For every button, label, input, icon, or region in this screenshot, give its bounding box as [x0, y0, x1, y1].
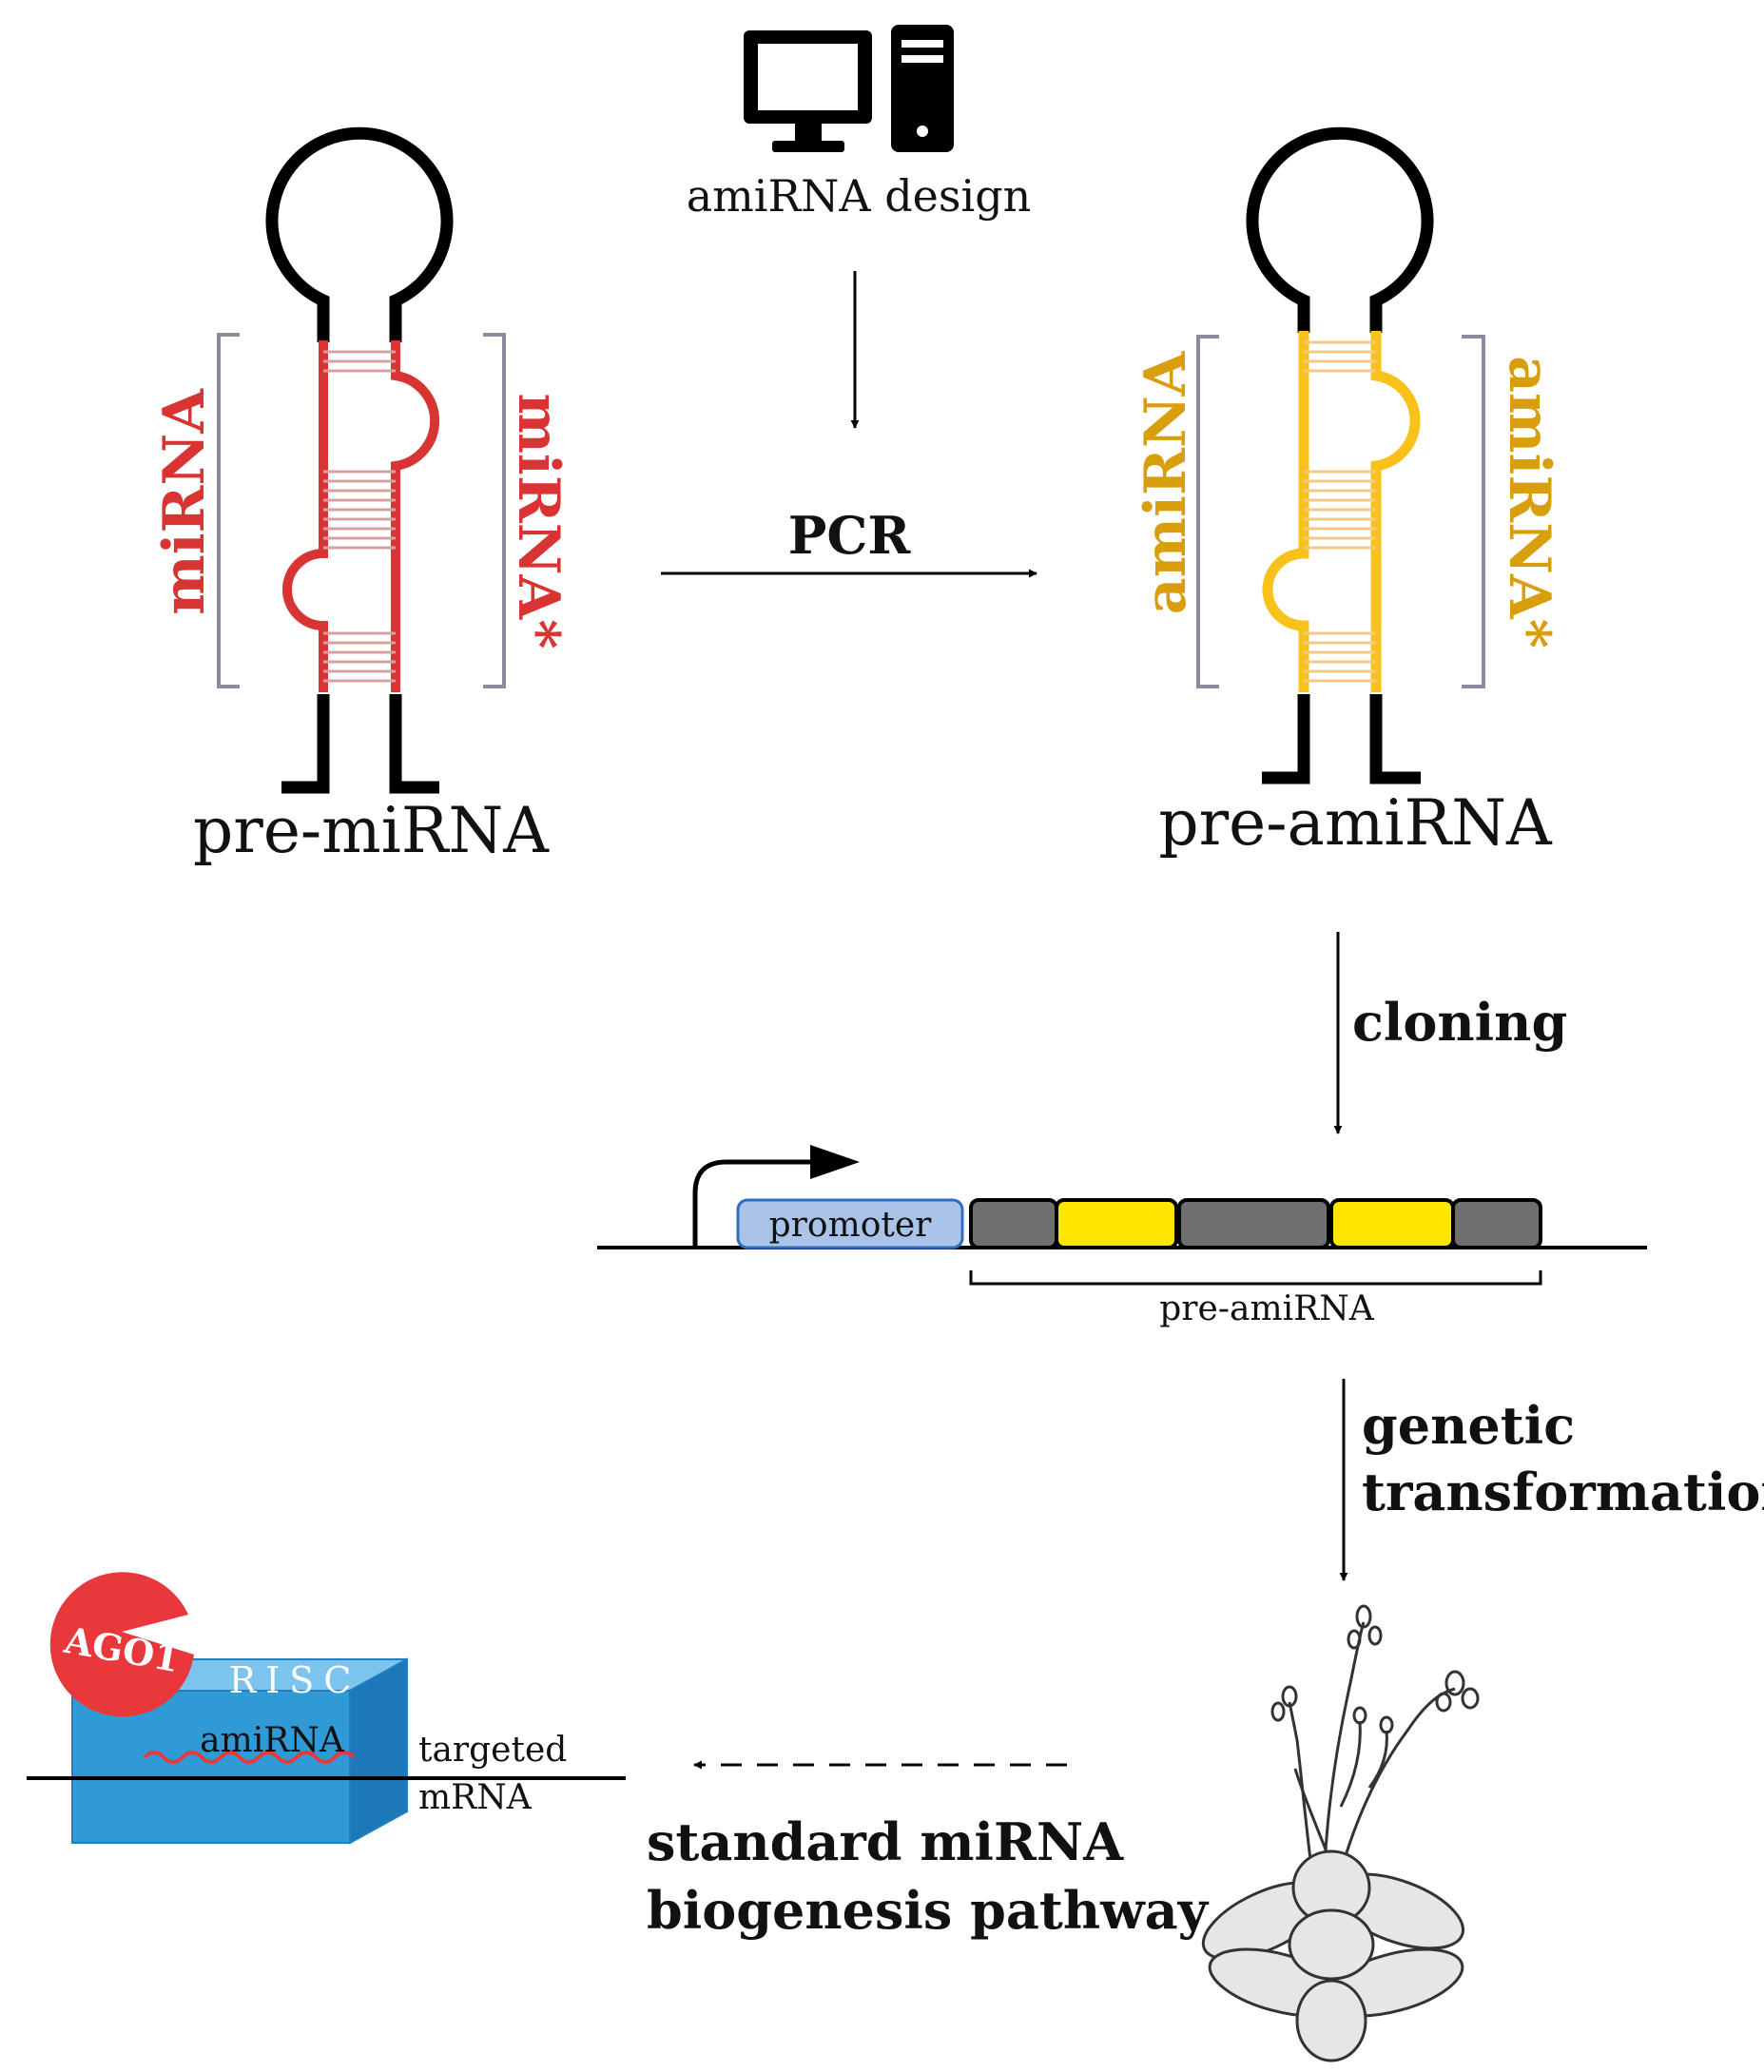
pcr-label: PCR [788, 505, 912, 566]
gene-construct [597, 1145, 1647, 1286]
amirna-star-segment [1329, 1198, 1455, 1249]
targeted-label: targeted [418, 1731, 567, 1770]
pre-amirna-hairpin [1196, 126, 1485, 784]
plant-rosette [1201, 1849, 1465, 2062]
pathway-line1: standard miRNA [647, 1811, 1124, 1872]
construct-bracket-label: pre-amiRNA [1159, 1289, 1374, 1328]
amirna-segment [1055, 1198, 1178, 1249]
promoter-box [736, 1198, 964, 1249]
promoter-label: promoter [769, 1206, 933, 1245]
amirna-star-label: amiRNA* [1496, 356, 1562, 649]
risc-complex [27, 1572, 626, 1845]
pre-mirna-caption: pre-miRNA [193, 794, 550, 867]
amirna-label: amiRNA [1133, 350, 1199, 614]
flank-segment [969, 1198, 1058, 1249]
flank-segment [1451, 1198, 1542, 1249]
pre-amirna-caption: pre-amiRNA [1158, 786, 1553, 860]
risc-amirna-label: amiRNA [200, 1721, 345, 1760]
loop-segment [1177, 1198, 1330, 1249]
mirna-star-label: miRNA* [505, 394, 572, 649]
pathway-line2: biogenesis pathway [647, 1880, 1210, 1941]
pre-mirna-hairpin [217, 126, 506, 794]
computer-icon [744, 25, 954, 152]
mirna-label: miRNA [151, 388, 218, 615]
risc-label: RISC [229, 1659, 361, 1701]
transformation-line1: genetic [1362, 1395, 1575, 1456]
amirna-design-caption: amiRNA design [687, 170, 1032, 222]
cloning-label: cloning [1352, 992, 1567, 1053]
mrna-label: mRNA [418, 1778, 533, 1817]
transformation-line2: transformation [1362, 1462, 1764, 1522]
